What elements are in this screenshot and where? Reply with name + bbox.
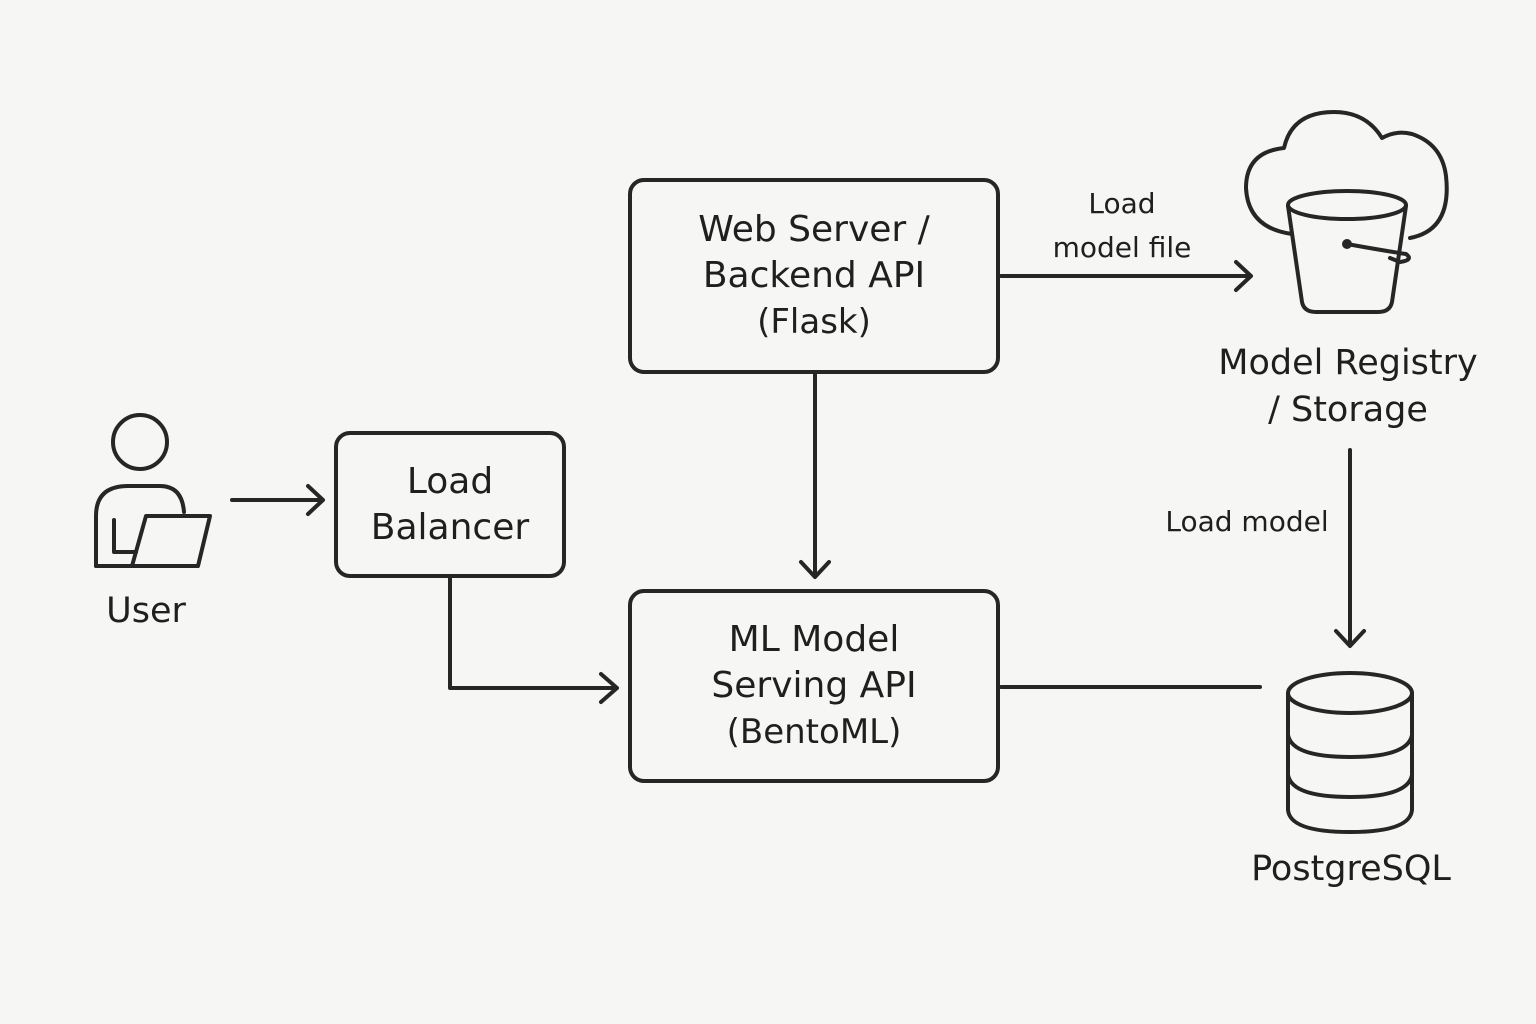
load-balancer-title-2: Balancer [370, 506, 530, 548]
ml-serving-subtitle: (BentoML) [726, 712, 902, 752]
model-registry-label: Model Registry / Storage [1198, 340, 1498, 434]
load-balancer-title-1: Load [406, 460, 494, 502]
web-server-title-2: Backend API [702, 255, 926, 296]
web-server-node: Web Server / Backend API (Flask) [628, 178, 1000, 374]
web-server-title-1: Web Server / [698, 209, 930, 250]
postgres-label-text: PostgreSQL [1251, 849, 1451, 889]
ml-serving-title-1: ML Model [728, 619, 900, 660]
cloud-bucket-icon [1244, 110, 1449, 314]
ml-serving-node: ML Model Serving API (BentoML) [628, 589, 1000, 783]
edge-label-load-model: Load model [1152, 500, 1342, 544]
user-label: User [86, 588, 206, 635]
model-registry-line-1: Model Registry [1218, 343, 1478, 383]
edge-label-load-model-text: Load model [1165, 505, 1329, 538]
edge-label-load-model-file-1: Load [1088, 187, 1156, 220]
web-server-subtitle: (Flask) [757, 302, 871, 342]
database-icon [1286, 671, 1414, 834]
ml-serving-title-2: Serving API [711, 665, 917, 706]
user-laptop-icon [94, 413, 212, 568]
postgres-label: PostgreSQL [1226, 846, 1476, 893]
user-label-text: User [106, 591, 186, 631]
edge-load-balancer-to-ml-serving [448, 576, 619, 704]
edge-web-server-to-ml-serving [799, 372, 831, 579]
edge-user-to-load-balancer [230, 484, 325, 516]
model-registry-line-2: / Storage [1268, 390, 1428, 430]
edge-web-server-to-registry [999, 260, 1253, 292]
edge-registry-to-postgres [1334, 448, 1366, 648]
edge-label-load-model-file: Load model file [1040, 182, 1204, 270]
load-balancer-node: Load Balancer [334, 431, 566, 578]
edge-label-load-model-file-2: model file [1052, 231, 1192, 264]
